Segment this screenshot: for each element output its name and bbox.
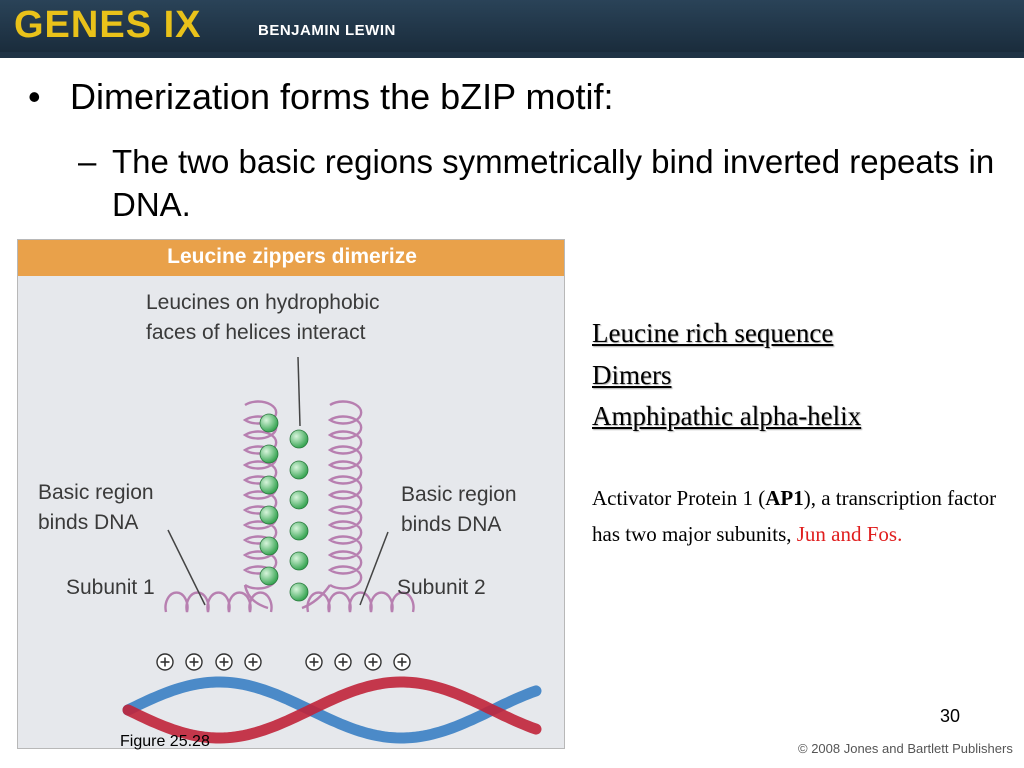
leucine-sphere-left <box>259 413 279 433</box>
left-basic-label-line2: binds DNA <box>38 511 139 534</box>
leucine-sphere-left <box>259 505 279 525</box>
leucine-label-line2: faces of helices interact <box>146 321 366 344</box>
bullet-level2: – The two basic regions symmetrically bi… <box>78 140 1008 226</box>
left-basic-coil <box>164 591 273 613</box>
leucine-sphere-right <box>289 490 309 510</box>
ap1-bold: AP1 <box>765 486 804 510</box>
right-helix-coil <box>327 400 363 590</box>
author-name: BENJAMIN LEWIN <box>258 22 396 39</box>
left-basic-label: Basic region binds DNA <box>38 478 154 538</box>
coiled-helices <box>164 400 415 613</box>
leucine-sphere-left <box>259 444 279 464</box>
book-title-logo: GENES IX <box>14 4 202 46</box>
dna-double-helix <box>122 676 542 744</box>
right-basic-label-line2: binds DNA <box>401 513 502 536</box>
right-basic-coil <box>306 591 415 613</box>
leucine-label: Leucines on hydrophobic faces of helices… <box>146 288 380 348</box>
ap1-paragraph: Activator Protein 1 (AP1), a transcripti… <box>592 480 1012 552</box>
bullet-level1-text: Dimerization forms the bZIP motif: <box>70 76 614 117</box>
leucine-sphere-left <box>259 536 279 556</box>
left-basic-pointer-line <box>167 529 206 606</box>
ap1-prefix: Activator Protein 1 ( <box>592 486 766 510</box>
leucine-sphere-right <box>289 521 309 541</box>
leucine-sphere-left <box>259 475 279 495</box>
header-bar <box>0 0 1024 52</box>
figure-banner-text: Leucine zippers dimerize <box>167 245 417 268</box>
leucine-label-line1: Leucines on hydrophobic <box>146 291 380 314</box>
positive-charges <box>156 653 411 671</box>
jun-fos-text: Jun and Fos. <box>796 522 903 546</box>
bullet-marker: • <box>28 76 41 117</box>
right-basic-label: Basic region binds DNA <box>401 480 517 540</box>
page-number: 30 <box>940 706 961 726</box>
ap1-middle: ), a transcription factor has two major … <box>592 486 997 546</box>
side-note-amphipathic: Amphipathic alpha-helix <box>592 401 862 431</box>
right-basic-pointer-line <box>359 531 389 606</box>
right-helix-bend <box>301 584 331 610</box>
side-note-dimers: Dimers <box>592 360 672 390</box>
leucine-pointer-line <box>297 356 301 427</box>
leucine-sphere-right <box>289 460 309 480</box>
leucine-sphere-right <box>289 551 309 571</box>
copyright-notice: © 2008 Jones and Bartlett Publishers <box>798 741 1013 756</box>
subunit2-label: Subunit 2 <box>397 576 486 599</box>
dna-strand-blue <box>122 676 542 744</box>
leucine-zipper-figure: Leucine zippers dimerize Leucines on hyd… <box>17 239 565 749</box>
bullet-level2-text: The two basic regions symmetrically bind… <box>112 143 995 223</box>
leucine-sphere-left <box>259 566 279 586</box>
figure-banner: Leucine zippers dimerize <box>18 240 564 276</box>
dash-marker: – <box>78 143 97 180</box>
left-helix-coil <box>242 400 278 590</box>
subunit1-label: Subunit 1 <box>66 576 155 599</box>
leucine-sphere-right <box>289 582 309 602</box>
right-basic-label-line1: Basic region <box>401 483 517 506</box>
side-note-leucine-rich: Leucine rich sequence <box>592 318 834 348</box>
leucine-residues <box>259 413 309 602</box>
leucine-zipper-diagram <box>122 356 542 744</box>
figure-caption: Figure 25.28 <box>120 733 210 750</box>
leucine-sphere-right <box>289 429 309 449</box>
slide-header: GENES IX BENJAMIN LEWIN <box>0 0 1024 58</box>
left-basic-label-line1: Basic region <box>38 481 154 504</box>
dna-strand-red <box>122 676 542 744</box>
